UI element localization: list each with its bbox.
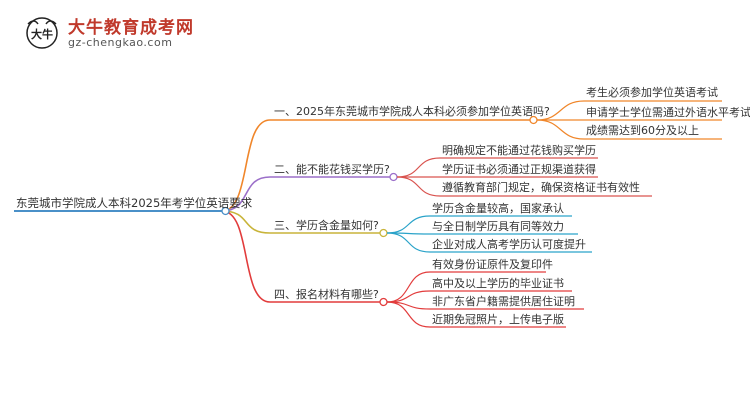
leaf-connector-1-3: [536, 119, 585, 140]
leaf-4-3: 非广东省户籍需提供居住证明: [432, 295, 575, 308]
branch-connector-4: [221, 210, 271, 303]
branch-connector-3: [221, 210, 271, 234]
root-node-dot: [221, 206, 230, 216]
branch-node-dot-2: [389, 172, 398, 182]
leaf-connector-4-2: [386, 290, 431, 303]
logo-text: 大牛: [31, 27, 53, 41]
leaf-connector-2-1: [396, 157, 441, 178]
branch-node-dot-3: [379, 228, 388, 238]
bull-mascot-icon: 大牛: [26, 17, 58, 49]
branch-connector-1: [221, 119, 271, 212]
leaf-2-2: 学历证书必须通过正规渠道获得: [442, 163, 596, 176]
leaf-4-4: 近期免冠照片，上传电子版: [432, 313, 564, 326]
branch-topic-4: 四、报名材料有哪些?: [274, 288, 379, 301]
leaf-1-1: 考生必须参加学位英语考试: [586, 86, 718, 99]
leaf-2-1: 明确规定不能通过花钱购买学历: [442, 144, 596, 157]
leaf-2-3: 遵循教育部门规定，确保资格证书有效性: [442, 181, 640, 194]
leaf-connector-4-4: [386, 301, 431, 328]
leaf-connector-2-3: [396, 176, 441, 197]
root-topic: 东莞城市学院成人本科2025年考学位英语要求: [16, 196, 253, 210]
leaf-3-3: 企业对成人高考学历认可度提升: [432, 238, 586, 251]
leaf-4-2: 高中及以上学历的毕业证书: [432, 277, 564, 290]
leaf-4-1: 有效身份证原件及复印件: [432, 258, 553, 271]
leaf-connector-4-1: [386, 271, 431, 303]
leaf-1-2: 申请学士学位需通过外语水平考试: [586, 106, 750, 119]
branch-node-dot-4: [379, 297, 388, 307]
leaf-connector-3-1: [386, 215, 431, 234]
branch-topic-1: 一、2025年东莞城市学院成人本科必须参加学位英语吗?: [274, 105, 550, 118]
leaf-3-1: 学历含金量较高，国家承认: [432, 202, 564, 215]
branch-topic-2: 二、能不能花钱买学历?: [274, 163, 390, 176]
branch-topic-3: 三、学历含金量如何?: [274, 219, 379, 232]
leaf-3-2: 与全日制学历具有同等效力: [432, 220, 564, 233]
brand-url[interactable]: gz-chengkao.com: [68, 36, 173, 49]
branch-connector-2: [221, 176, 271, 212]
leaf-connector-3-3: [386, 232, 431, 253]
brand-title[interactable]: 大牛教育成考网: [68, 18, 194, 38]
leaf-1-3: 成绩需达到60分及以上: [586, 124, 699, 137]
